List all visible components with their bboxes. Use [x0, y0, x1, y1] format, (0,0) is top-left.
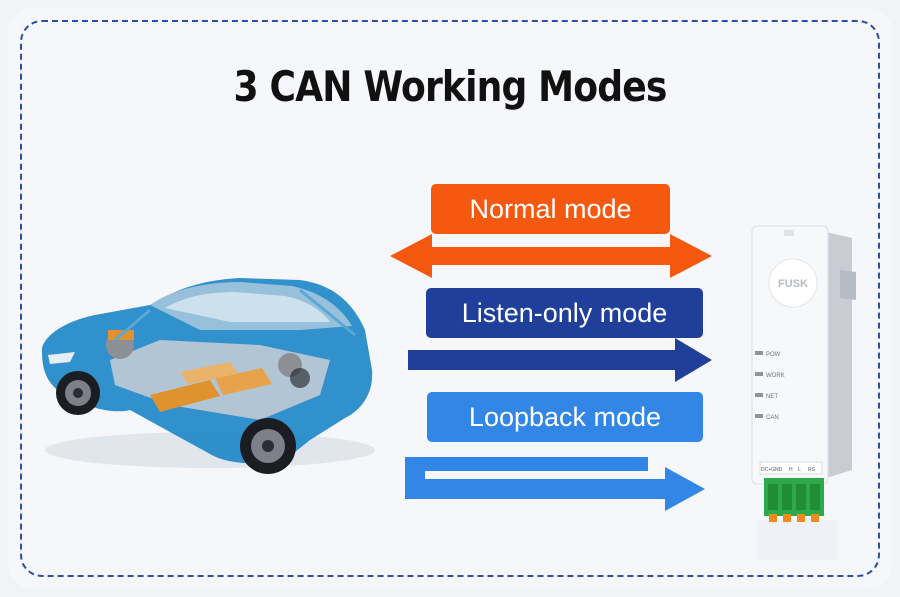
terminal-l-label: L — [798, 467, 801, 473]
led-pow-label: POW — [766, 352, 781, 358]
listen-only-mode-label: Listen-only mode — [426, 288, 703, 338]
normal-mode-arrow — [390, 234, 712, 278]
led-can-label: CAN — [766, 415, 779, 421]
listen-only-mode-arrow — [408, 338, 712, 382]
dashed-border — [20, 20, 880, 577]
loopback-mode-arrow — [405, 457, 705, 511]
led-work-label: WORK — [766, 373, 785, 379]
device-brand: FUSK — [778, 278, 808, 290]
diagram-title: 3 CAN Working Modes — [233, 62, 668, 111]
led-net-label: NET — [766, 394, 778, 400]
loopback-mode-label: Loopback mode — [427, 392, 703, 442]
terminal-rs-label: RS — [808, 467, 816, 473]
terminal-dc-label: DC+GND — [761, 467, 783, 473]
normal-mode-label: Normal mode — [431, 184, 670, 234]
terminal-h-label: H — [789, 467, 793, 473]
